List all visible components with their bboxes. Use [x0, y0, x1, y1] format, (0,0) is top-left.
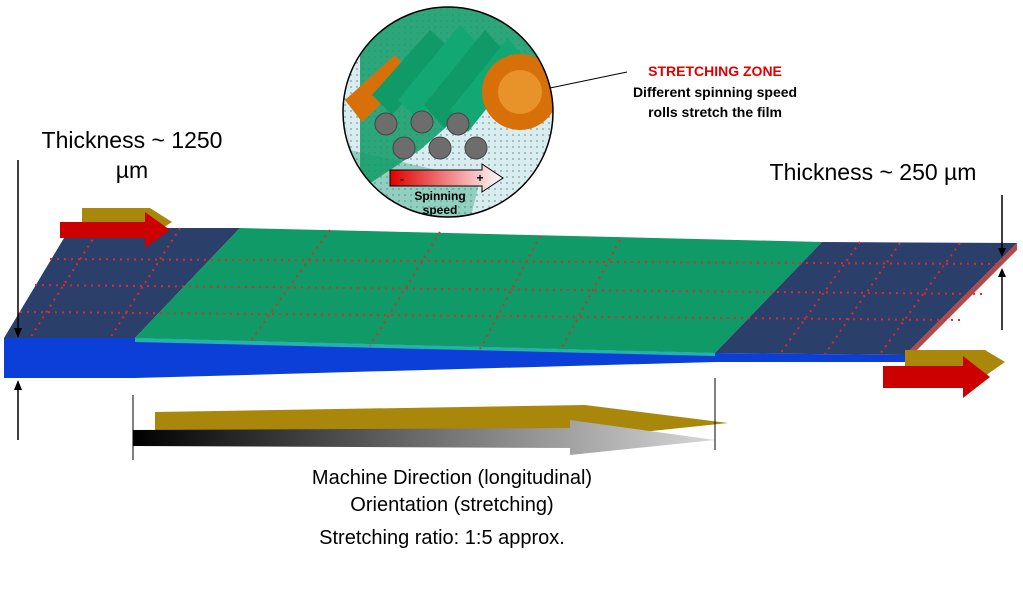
spinning-speed-arrow: - +	[389, 163, 504, 193]
thickness-left-markers	[14, 160, 22, 440]
spinning-minus: -	[400, 172, 404, 186]
machine-direction-label: Machine Direction (longitudinal)	[312, 467, 592, 489]
thickness-right-markers	[998, 195, 1006, 330]
film-front-edge	[4, 338, 905, 378]
spinning-plus: +	[476, 171, 483, 185]
input-motion-arrow	[60, 208, 172, 248]
stretching-ratio-label: Stretching ratio: 1:5 approx.	[319, 527, 565, 549]
output-motion-arrow	[883, 350, 1005, 398]
film-sheet	[4, 227, 1017, 378]
film-grid	[19, 227, 1001, 355]
callout-leader-line	[549, 71, 628, 89]
machine-direction-arrow	[132, 378, 728, 460]
thickness-right-label: Thickness ~ 250 µm	[770, 159, 977, 185]
stretching-zone-zoom: - + Spinning speed	[342, 6, 554, 218]
film-top-thick-left	[4, 228, 240, 338]
orientation-label: Orientation (stretching)	[350, 494, 553, 516]
spinning-speed-label-2: speed	[423, 203, 458, 217]
thickness-left-label-1: Thickness ~ 1250	[42, 127, 223, 153]
film-edge-highlight	[135, 338, 715, 356]
film-top-thin-right	[715, 242, 1017, 355]
stretching-zone-desc-1: Different spinning speed	[633, 84, 797, 100]
stretching-zone-title: STRETCHING ZONE	[648, 63, 782, 79]
spinning-speed-label-1: Spinning	[414, 189, 465, 203]
stretching-zone-desc-2: rolls stretch the film	[648, 104, 782, 120]
thickness-left-label-2: µm	[116, 157, 148, 183]
roll-ends	[374, 110, 488, 160]
film-top-stretch-zone	[135, 228, 822, 353]
film-right-edge	[905, 243, 1017, 362]
